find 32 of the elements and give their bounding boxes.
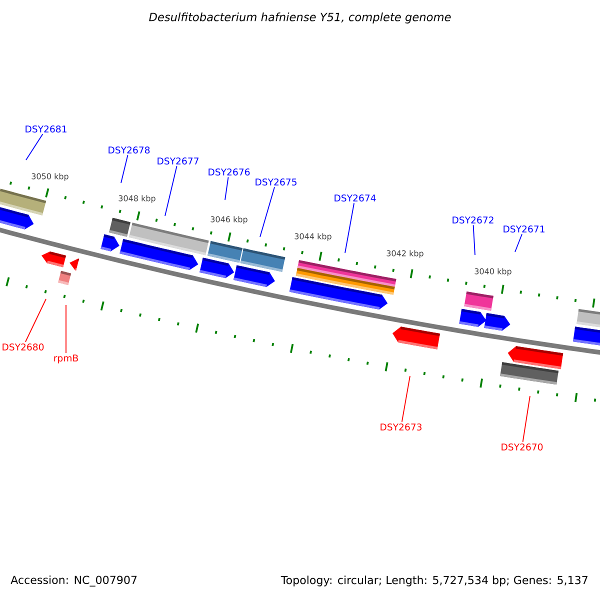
gene-label: DSY2671 bbox=[504, 225, 544, 233]
footer-text: Topology: circular; Length: 5,727,534 bp; Genes: 5,137 bbox=[280, 576, 588, 586]
leader-line bbox=[224, 176, 229, 200]
scale-label: 3042 kbp bbox=[386, 250, 424, 258]
leader-line bbox=[120, 154, 128, 184]
gene-label: DSY2675 bbox=[256, 178, 296, 186]
gene-label: DSY2670 bbox=[502, 443, 543, 451]
leader-line bbox=[401, 376, 410, 422]
gene-label: DSY2673 bbox=[380, 423, 422, 431]
gene-label: DSY2672 bbox=[452, 216, 494, 224]
leader-line bbox=[472, 224, 476, 256]
gene-label: DSY2674 bbox=[334, 194, 376, 202]
gene-label: DSY2676 bbox=[208, 168, 250, 176]
gene-label: rpmB bbox=[54, 354, 78, 364]
leader-line bbox=[25, 298, 46, 342]
scale-label: 3044 kbp bbox=[294, 233, 332, 241]
footer-text: Accession: NC_007907 bbox=[10, 576, 137, 587]
gene-label: DSY2680 bbox=[2, 343, 44, 351]
gene-label: DSY2678 bbox=[108, 146, 150, 154]
scale-label: 3046 kbp bbox=[210, 216, 248, 224]
leader-line bbox=[522, 396, 530, 442]
gene-label: DSY2681 bbox=[26, 125, 66, 133]
scale-label: 3040 kbp bbox=[474, 268, 512, 276]
leader-line bbox=[260, 186, 275, 238]
scale-label: 3048 kbp bbox=[118, 195, 156, 203]
leader-line bbox=[514, 234, 522, 252]
leader-line bbox=[344, 202, 355, 254]
gene-label: DSY2677 bbox=[158, 157, 198, 165]
scale-label: 3050 kbp bbox=[32, 173, 68, 181]
title: Desulfitobacterium hafniense Y51, complete genome bbox=[149, 12, 451, 24]
leader-line bbox=[164, 166, 178, 216]
leader-line bbox=[26, 134, 44, 160]
